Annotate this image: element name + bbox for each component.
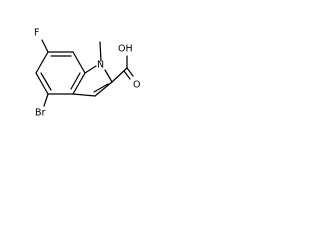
bond-carboxyl-o-2 [123, 70, 131, 80]
bond-n1-methyl [99, 41, 102, 62]
bond-c3a-c7a-inner [70, 72, 81, 90]
fluorine-label: F [34, 28, 39, 39]
carbonyl-oxygen-label: O [133, 80, 140, 91]
bond-c6-f [41, 39, 49, 53]
bond-c3a-c7a [72, 72, 86, 95]
bromine-label: Br [35, 108, 46, 119]
benzene-ring [35, 51, 86, 95]
bond-c5-c4 [35, 72, 49, 95]
bond-c4-br [43, 93, 49, 107]
pyrrole-ring [72, 65, 113, 97]
bond-carboxyl-o-1 [126, 67, 134, 77]
bond-c5-c4-inner [40, 72, 52, 91]
bond-c6-c5 [35, 51, 49, 74]
chemical-structure: F N Br OH O [34, 28, 140, 119]
bond-c2-c3-inner [93, 83, 109, 93]
bond-c3-c3a [72, 93, 96, 97]
nitrogen-label: N [97, 60, 104, 71]
bond-c7a-c7 [72, 51, 86, 74]
bond-c2-carboxyl [111, 67, 128, 83]
bond-n1-c2 [104, 69, 113, 83]
hydroxyl-label: OH [118, 44, 133, 55]
bond-c2-c3 [94, 81, 113, 97]
bond-c7a-n1 [84, 65, 97, 74]
